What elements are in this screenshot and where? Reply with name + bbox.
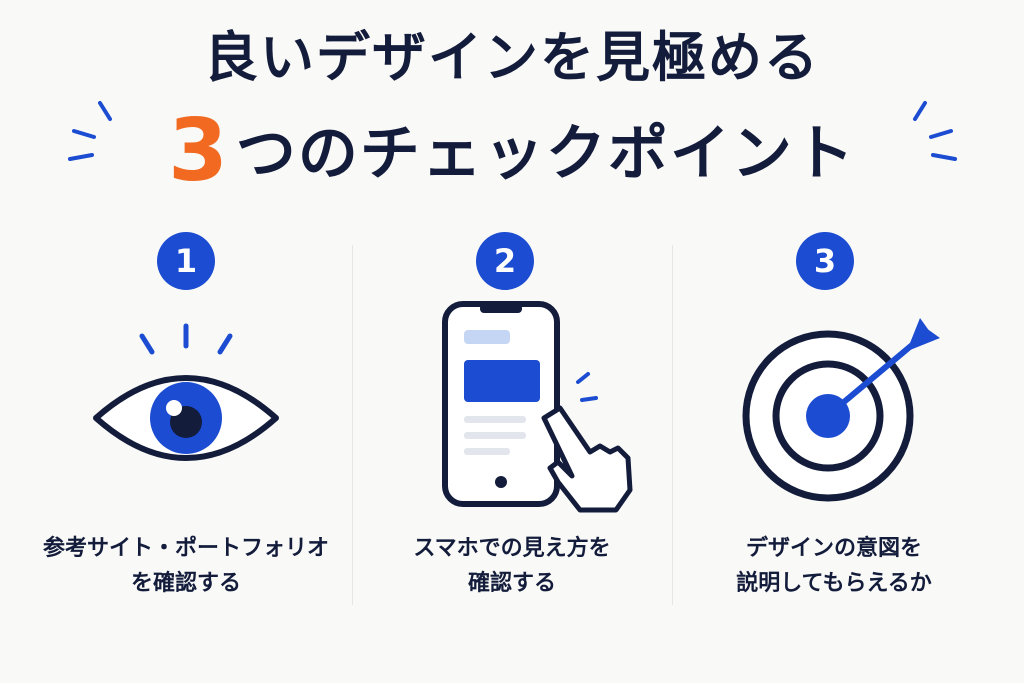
point-2-caption-line-1: スマホでの見え方を <box>413 536 611 561</box>
title-line-1: 良いデザインを見極める <box>204 26 820 89</box>
sparkle-right-icon <box>913 101 957 161</box>
point-1-caption: 参考サイト・ポートフォリオ を確認する <box>36 531 336 601</box>
title-line-2-text: つのチェックポイント <box>235 119 856 189</box>
point-3-caption-line-1: デザインの意図を <box>745 536 922 561</box>
point-2-caption: スマホでの見え方を 確認する <box>362 531 662 601</box>
point-1-caption-line-1: 参考サイト・ポートフォリオ <box>42 536 329 561</box>
sparkle-left-icon <box>68 101 112 161</box>
point-3-caption-line-2: 説明してもらえるか <box>736 571 932 597</box>
point-1-caption-line-2: を確認する <box>130 571 241 597</box>
point-3-caption: デザインの意図を 説明してもらえるか <box>684 531 984 601</box>
point-1-badge: 1 <box>157 232 215 290</box>
column-divider-2 <box>672 245 673 605</box>
smartphone-tap-icon <box>442 301 633 513</box>
eye-icon <box>93 323 279 461</box>
title-number: 3 <box>168 101 230 201</box>
column-divider-1 <box>352 245 353 605</box>
target-arrow-icon <box>742 318 940 502</box>
point-3-badge: 3 <box>796 232 854 290</box>
point-2-badge: 2 <box>476 232 534 290</box>
point-2-caption-line-2: 確認する <box>467 571 556 597</box>
